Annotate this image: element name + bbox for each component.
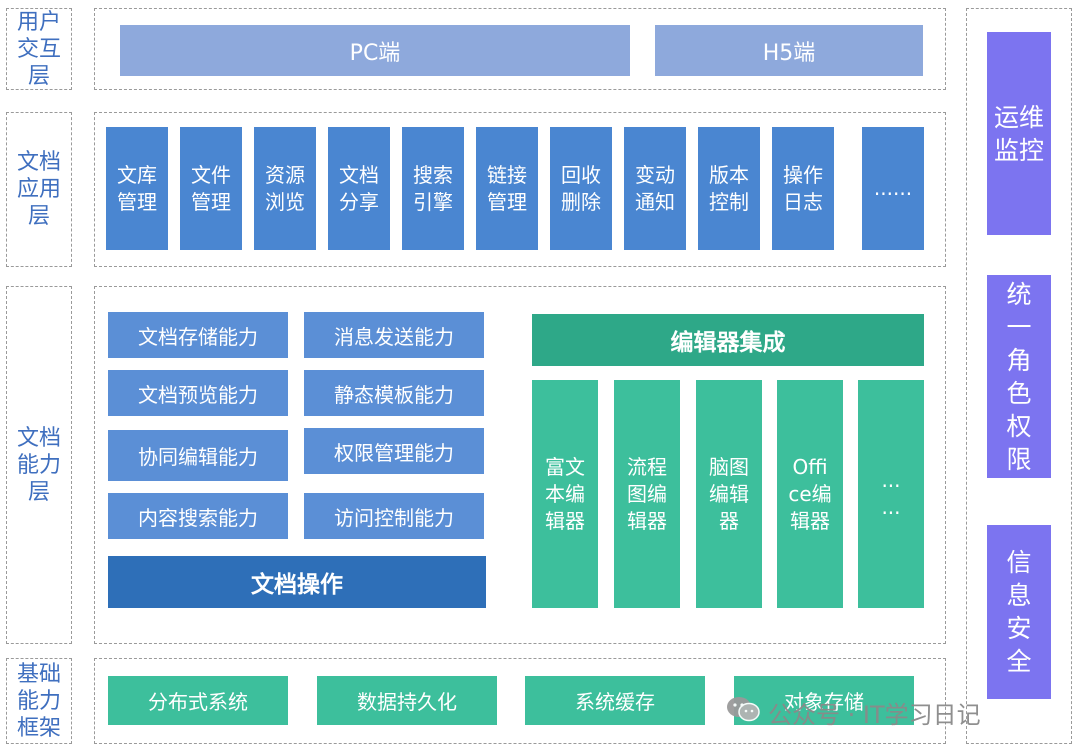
- layer-label-doc-capability: 文档 能力 层: [16, 425, 61, 505]
- infra-data-persistence: 数据持久化: [317, 676, 497, 725]
- editor-mindmap: 脑图 编辑 器: [696, 380, 762, 608]
- side-column: [966, 8, 1072, 744]
- watermark-text: 公众号 · IT学习日记: [768, 700, 981, 729]
- foundation-layer: [94, 658, 946, 744]
- editor-flowchart: 流程 图编 辑器: [614, 380, 680, 608]
- layer-label-doc-application: 文档 应用 层: [16, 150, 61, 229]
- h5-client-box: H5端: [655, 25, 923, 76]
- module-link-management: 链接 管理: [476, 127, 538, 250]
- capability-access-control: 访问控制能力: [304, 493, 484, 539]
- capability-doc-preview: 文档预览能力: [108, 370, 288, 416]
- layer-label-user-interaction: 用户 交互 层: [16, 9, 61, 89]
- capability-collab-edit: 协同编辑能力: [108, 430, 288, 481]
- module-more: ......: [862, 127, 924, 250]
- module-version-control: 版本 控制: [698, 127, 760, 250]
- capability-static-template: 静态模板能力: [304, 370, 484, 416]
- layer-label-box-foundation: [6, 658, 72, 744]
- doc-application-layer: [94, 112, 946, 267]
- wechat-icon: [726, 695, 760, 729]
- pc-client-box: PC端: [120, 25, 630, 76]
- capability-permission-management: 权限管理能力: [304, 428, 484, 474]
- capability-doc-storage: 文档存储能力: [108, 312, 288, 358]
- module-operation-log: 操作 日志: [772, 127, 834, 250]
- layer-label-box-capability: [6, 286, 72, 644]
- module-change-notify: 变动 通知: [624, 127, 686, 250]
- doc-capability-layer: [94, 286, 946, 644]
- user-interaction-layer: [94, 8, 946, 90]
- infra-system-cache: 系统缓存: [525, 676, 705, 725]
- watermark: 公众号 · IT学习日记: [726, 692, 1056, 732]
- editor-more: ... ...: [858, 380, 924, 608]
- doc-operations-bar: 文档操作: [108, 556, 486, 608]
- capability-content-search: 内容搜索能力: [108, 493, 288, 539]
- infra-distributed-system: 分布式系统: [108, 676, 288, 725]
- layer-label-foundation: 基础 能力 框架: [16, 661, 61, 741]
- layer-label-box-user: [6, 8, 72, 90]
- side-info-security: 信 息 安 全: [987, 525, 1051, 699]
- side-unified-role-permission: 统 一 角 色 权 限: [987, 275, 1051, 478]
- editor-integration-header: 编辑器集成: [532, 314, 924, 366]
- module-resource-browse: 资源 浏览: [254, 127, 316, 250]
- module-library-management: 文库 管理: [106, 127, 168, 250]
- module-recycle-delete: 回收 删除: [550, 127, 612, 250]
- editor-rich-text: 富文 本编 辑器: [532, 380, 598, 608]
- side-ops-monitoring: 运维 监控: [987, 32, 1051, 235]
- capability-message-send: 消息发送能力: [304, 312, 484, 358]
- module-doc-share: 文档 分享: [328, 127, 390, 250]
- infra-object-storage: 对象存储: [734, 676, 914, 725]
- layer-label-box-application: [6, 112, 72, 267]
- editor-office: Offi ce编 辑器: [777, 380, 843, 608]
- module-file-management: 文件 管理: [180, 127, 242, 250]
- module-search-engine: 搜索 引擎: [402, 127, 464, 250]
